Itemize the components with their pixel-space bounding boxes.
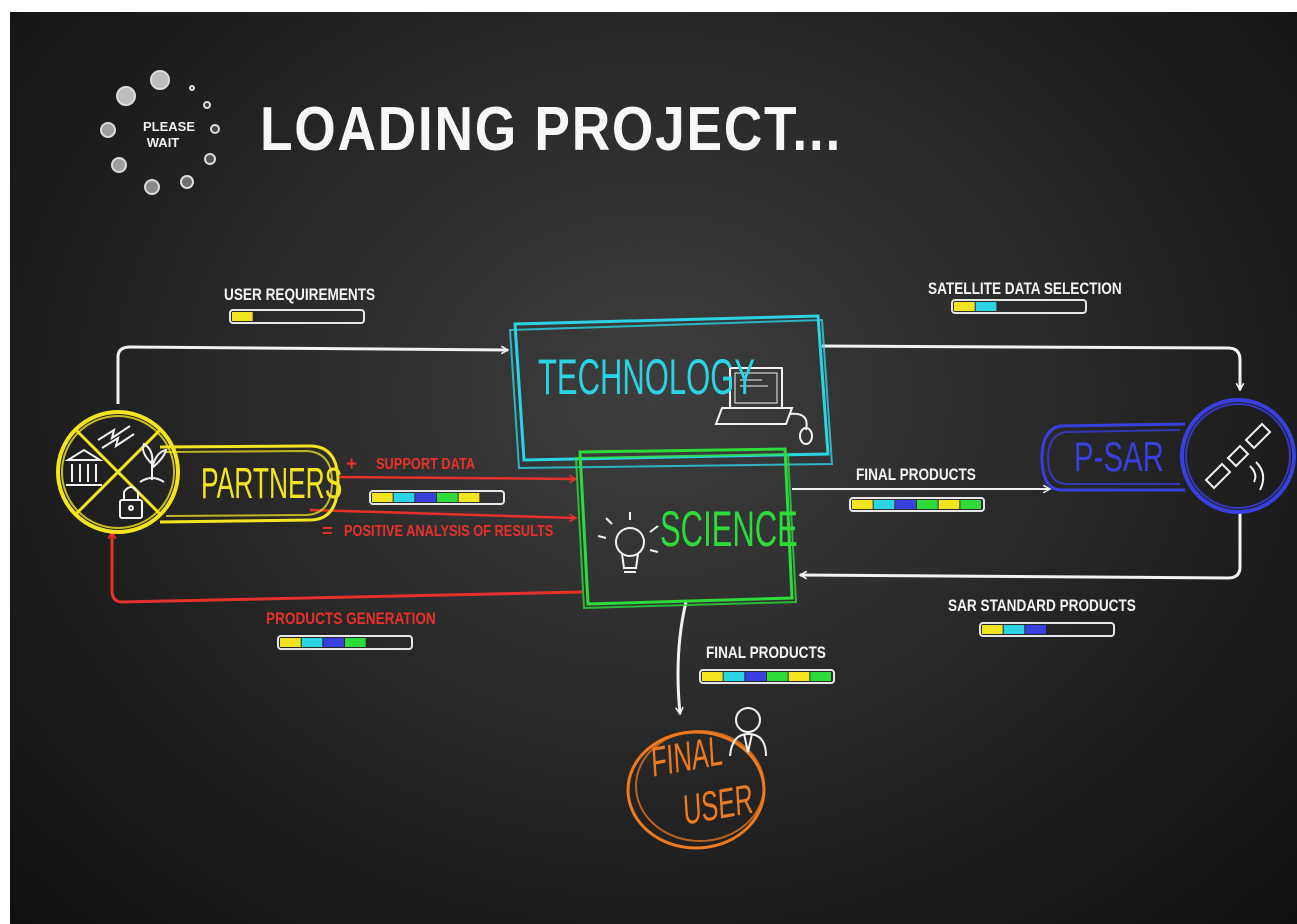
progress-segment — [437, 493, 458, 502]
progress-segment — [702, 672, 723, 681]
progress-segment — [873, 500, 895, 509]
lightning-icon — [97, 425, 135, 449]
progress-segment — [723, 672, 745, 681]
progress-segment — [1003, 625, 1025, 634]
progress-segment — [767, 672, 788, 681]
spinner-label-line2: WAIT — [146, 135, 180, 151]
lightbulb-icon — [597, 512, 659, 573]
science-box — [574, 447, 798, 610]
psar-title: P-SAR — [1074, 433, 1164, 480]
progress-segment — [938, 500, 960, 509]
padlock-icon — [119, 486, 143, 519]
spinner-label-line1: PLEASE — [143, 119, 196, 134]
label-user-requirements: USER REQUIREMENTS — [224, 285, 376, 304]
progress-segment — [982, 625, 1003, 634]
label-support-data: SUPPORT DATA — [376, 456, 476, 473]
technology-box — [508, 314, 834, 470]
progress-segment — [954, 302, 975, 311]
label-satellite-data-selection: SATELLITE DATA SELECTION — [928, 279, 1122, 298]
partners-title: PARTNERS — [201, 459, 343, 508]
chalkboard: PLEASE WAIT LOADING PROJECT... — [10, 12, 1297, 924]
progress-segment — [345, 638, 366, 647]
progress-segment — [393, 493, 415, 502]
progress-segment — [917, 500, 938, 509]
progress-bar-support-data — [369, 490, 505, 505]
label-support-data-plus: + — [346, 454, 358, 475]
psar-node — [1040, 398, 1296, 514]
progress-bar-final-products-psar — [849, 497, 985, 512]
building-icon — [64, 448, 104, 486]
satellite-icon — [1204, 422, 1272, 491]
progress-segment — [895, 500, 916, 509]
progress-bar-products-generation — [277, 635, 413, 650]
progress-segment — [280, 638, 301, 647]
progress-bars — [229, 299, 1115, 684]
arrow-products-generation — [112, 532, 583, 604]
label-sar-standard-products: SAR STANDARD PRODUCTS — [948, 596, 1136, 615]
laptop-icon — [714, 367, 794, 425]
person-icon — [729, 707, 767, 757]
progress-segment — [415, 493, 436, 502]
progress-segment — [458, 493, 480, 502]
label-final-products-psar: FINAL PRODUCTS — [856, 465, 976, 484]
progress-bar-satellite-data-selection — [951, 299, 1087, 314]
page-title: LOADING PROJECT... — [260, 95, 843, 164]
progress-segment — [323, 638, 344, 647]
diagram-canvas — [56, 299, 1296, 850]
progress-bar-user-requirements — [229, 309, 365, 324]
progress-segment — [788, 672, 810, 681]
science-title: SCIENCE — [660, 501, 798, 557]
mouse-icon — [789, 412, 813, 445]
label-products-generation: PRODUCTS GENERATION — [266, 609, 436, 628]
arrow-satellite-data-selection — [821, 344, 1240, 390]
progress-bar-sar-standard-products — [979, 622, 1115, 637]
plant-icon — [139, 442, 168, 483]
progress-bar-final-products-user — [699, 669, 835, 684]
final-user-node — [626, 730, 766, 850]
arrow-support-data — [337, 477, 576, 479]
arrow-positive-analysis — [309, 508, 576, 518]
arrow-user-requirements — [116, 345, 508, 404]
progress-segment — [1025, 625, 1046, 634]
arrow-final-products-user — [678, 601, 688, 714]
progress-segment — [960, 500, 981, 509]
progress-segment — [810, 672, 831, 681]
progress-segment — [372, 493, 393, 502]
spinner-label: PLEASE WAIT — [143, 119, 196, 152]
technology-title: TECHNOLOGY — [538, 349, 756, 405]
progress-segment — [852, 500, 873, 509]
label-positive-analysis-equals: = — [322, 521, 333, 541]
progress-segment — [232, 312, 253, 321]
progress-segment — [975, 302, 997, 311]
label-positive-analysis: POSITIVE ANALYSIS OF RESULTS — [344, 523, 554, 540]
progress-segment — [745, 672, 766, 681]
label-final-products-user: FINAL PRODUCTS — [706, 643, 826, 662]
arrow-sar-standard-products — [800, 512, 1242, 580]
progress-segment — [301, 638, 323, 647]
partners-node — [56, 410, 340, 534]
